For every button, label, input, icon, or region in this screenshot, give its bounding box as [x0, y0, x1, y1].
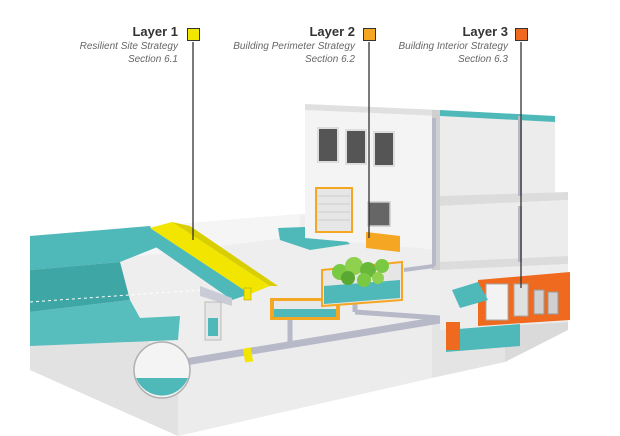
building-cutaway	[432, 110, 568, 270]
roof-leader-pipe	[403, 118, 436, 272]
underground-cistern	[133, 341, 191, 399]
layer-3-swatch	[515, 28, 528, 41]
bioretention-planter	[321, 257, 403, 308]
layer-3-title: Layer 3	[462, 24, 508, 39]
layer-1-swatch	[187, 28, 200, 41]
levee-berm	[140, 222, 278, 306]
callout-lines	[192, 42, 522, 288]
layer-1-section: Section 6.1	[127, 54, 178, 65]
basement-mechanical-room	[440, 264, 570, 352]
layer-3-section: Section 6.3	[457, 54, 508, 65]
building-front	[305, 104, 440, 252]
layer-3-label: Layer 3 Building Interior Strategy Secti…	[348, 24, 508, 66]
layer-1-label: Layer 1 Resilient Site Strategy Section …	[18, 24, 178, 66]
layer-1-strategy: Resilient Site Strategy	[79, 41, 178, 52]
layer-2-label: Layer 2 Building Perimeter Strategy Sect…	[195, 24, 355, 66]
layer-2-strategy: Building Perimeter Strategy	[233, 41, 355, 52]
layer-3-strategy: Building Interior Strategy	[398, 41, 508, 52]
layer-1-title: Layer 1	[132, 24, 178, 39]
layer-2-title: Layer 2	[309, 24, 355, 39]
layer-2-swatch	[363, 28, 376, 41]
layer-2-section: Section 6.2	[304, 54, 355, 65]
